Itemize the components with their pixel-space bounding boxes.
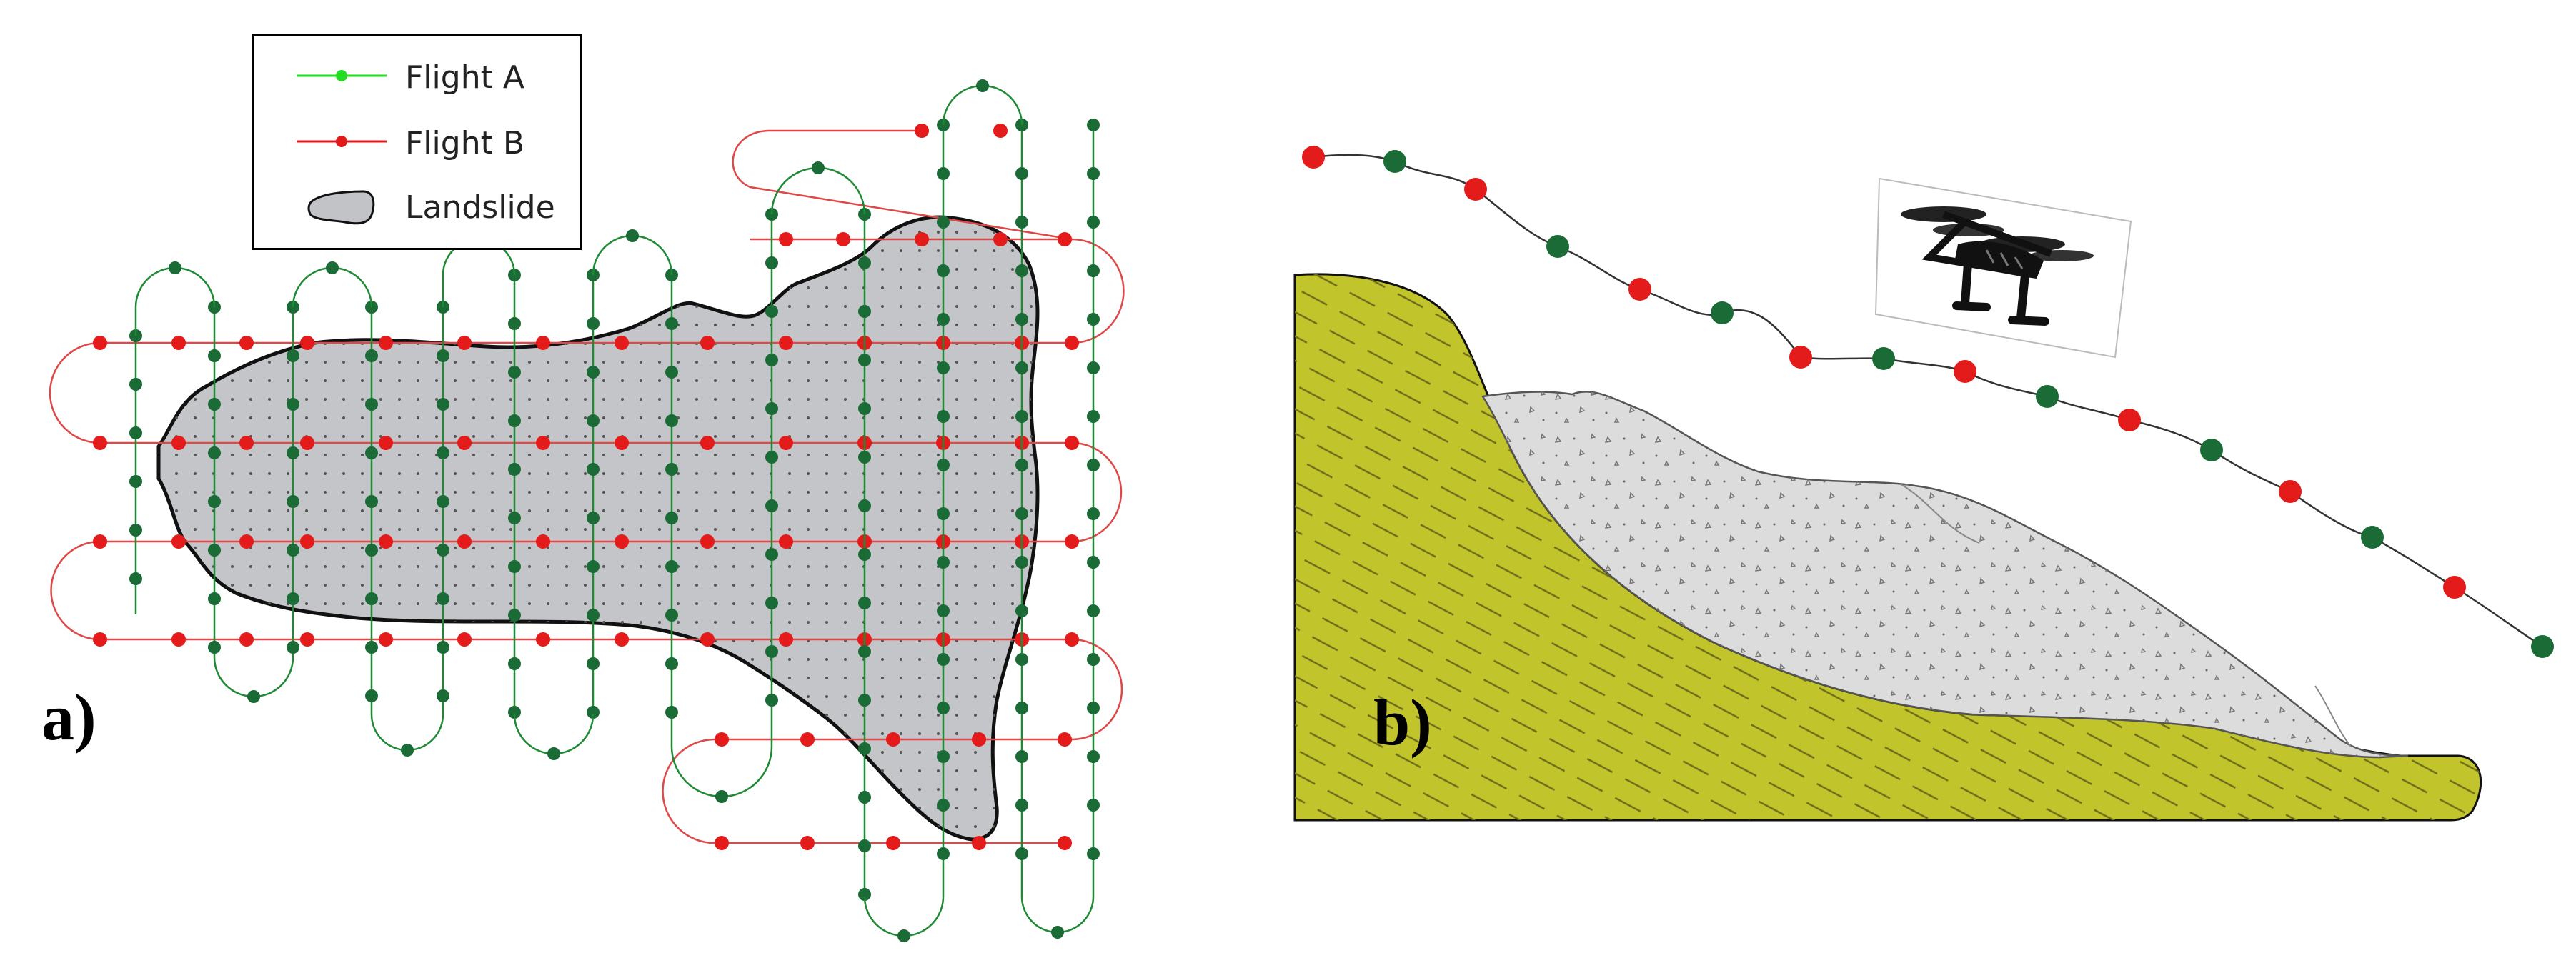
- waypoint-red: [2279, 480, 2302, 503]
- flight-a-line-icon: [297, 70, 387, 81]
- legend: Flight A Flight B Landslide: [252, 34, 582, 250]
- waypoint-red: [1954, 360, 1976, 383]
- waypoint-green: [2036, 385, 2059, 408]
- landslide-swatch-icon: [307, 190, 375, 225]
- flight-b-line-icon: [297, 136, 387, 147]
- waypoint-red: [1628, 278, 1651, 301]
- legend-item-landslide: Landslide: [254, 181, 580, 231]
- legend-label: Flight B: [405, 125, 524, 161]
- panel-a-label: a): [41, 681, 96, 754]
- flight-a-path: [129, 79, 1100, 942]
- waypoint-green: [1711, 301, 1734, 324]
- legend-label: Flight A: [405, 59, 524, 96]
- panel-b-label: b): [1373, 686, 1432, 759]
- flight-b-path: [49, 124, 1125, 850]
- legend-item-flight-b: Flight B: [254, 116, 580, 166]
- waypoint-green: [2361, 526, 2384, 549]
- drone-icon: [1874, 177, 2132, 359]
- waypoint-red: [1464, 178, 1487, 201]
- waypoint-green: [2531, 635, 2554, 658]
- waypoint-green: [1383, 150, 1406, 173]
- waypoint-green: [1546, 235, 1569, 258]
- drone-flight-profile: [1313, 154, 2543, 648]
- waypoint-green: [1872, 347, 1895, 370]
- waypoint-red: [1302, 146, 1325, 169]
- waypoint-red: [2443, 576, 2466, 599]
- waypoint-red: [1789, 346, 1812, 369]
- legend-item-flight-a: Flight A: [254, 51, 580, 101]
- waypoint-red: [2118, 409, 2141, 431]
- legend-label: Landslide: [405, 189, 555, 226]
- waypoint-green: [2200, 439, 2223, 461]
- drone-waypoints: [1302, 146, 2554, 658]
